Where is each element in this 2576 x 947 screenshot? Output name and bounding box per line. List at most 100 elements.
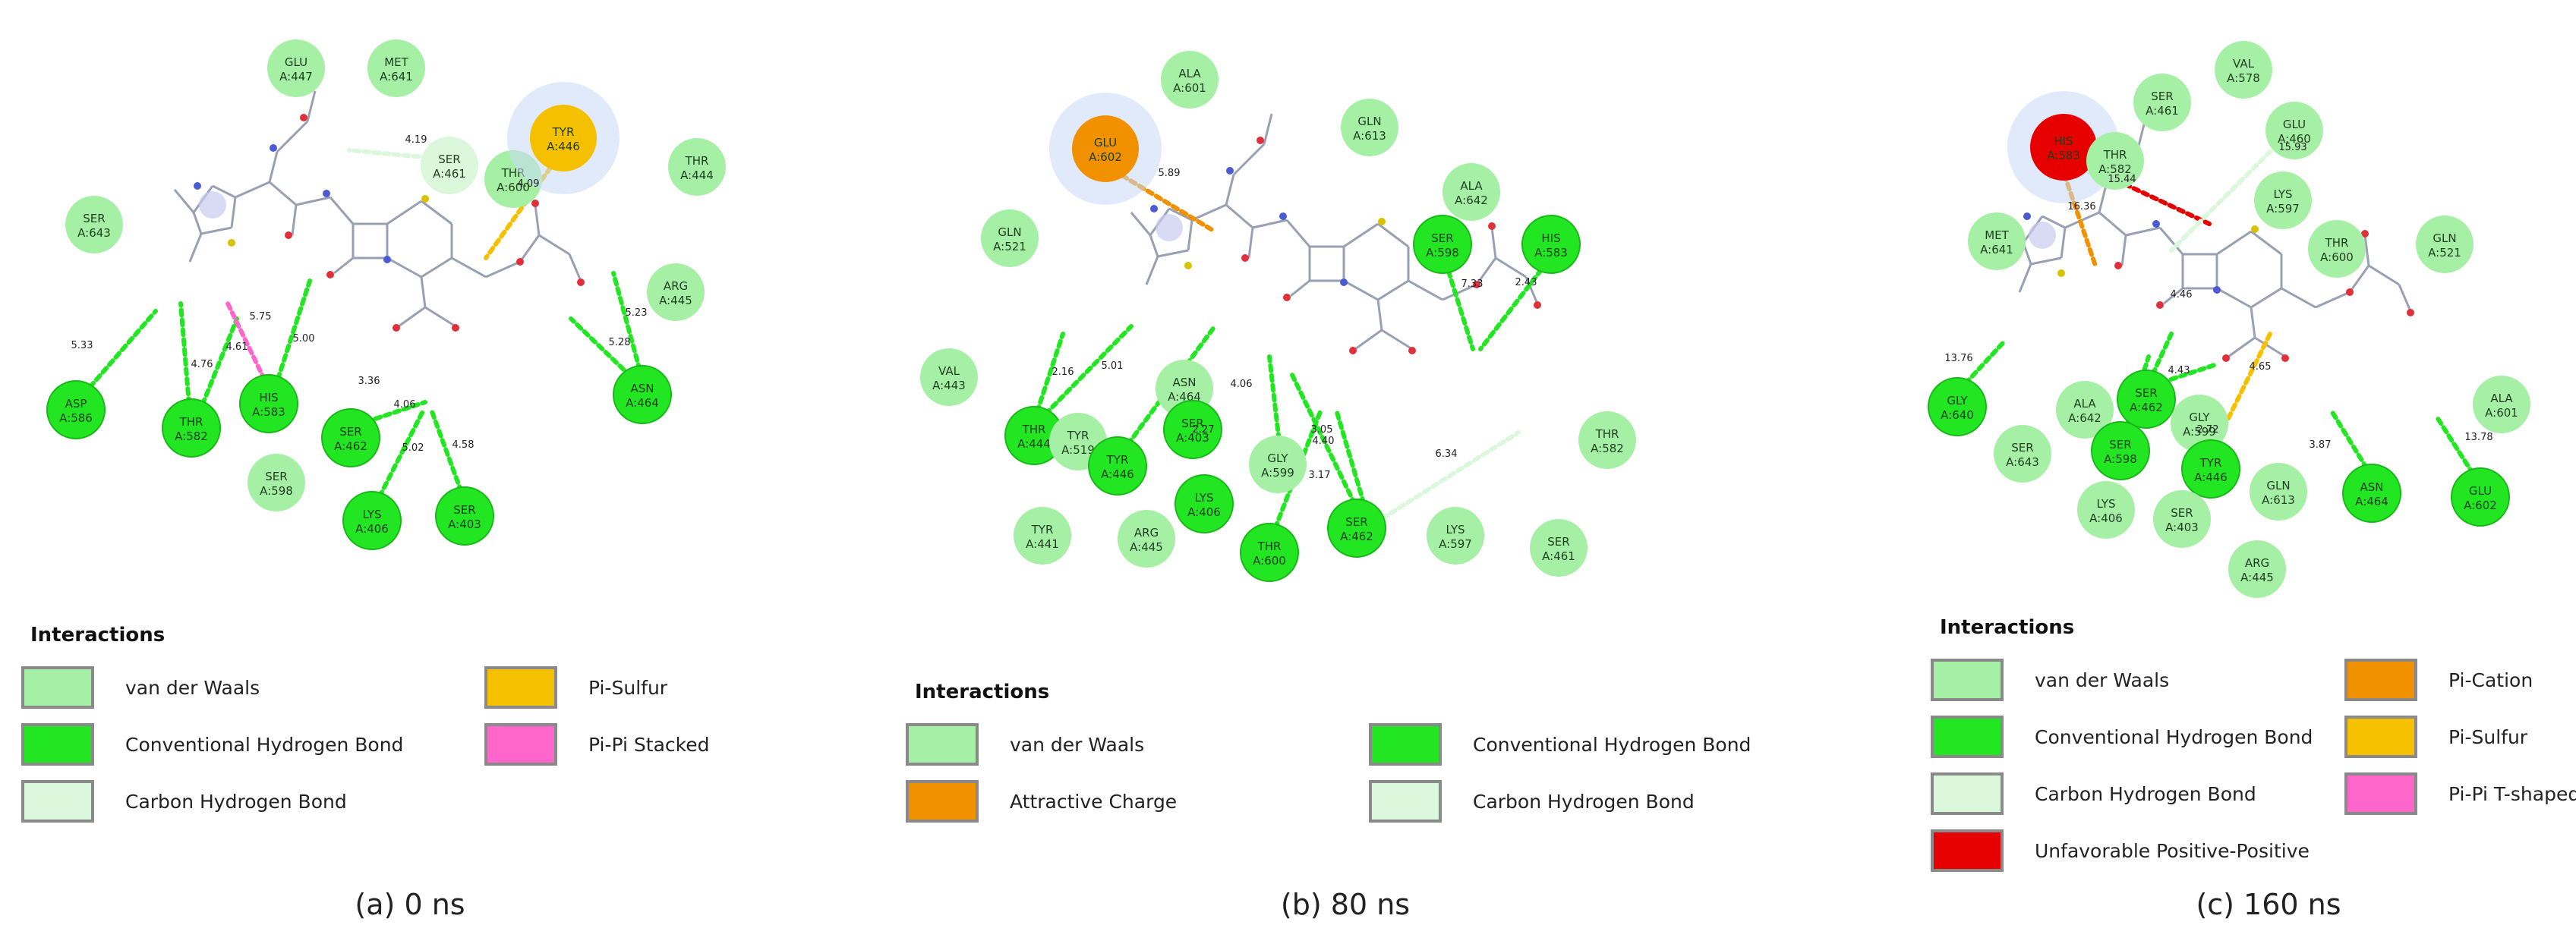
interaction-line-conventional_hbond xyxy=(1267,354,1282,451)
interaction-line-conventional_hbond xyxy=(273,278,312,391)
ligand-atom-o xyxy=(2346,288,2354,296)
ligand-bond xyxy=(1408,279,1443,301)
residue-name: TYR xyxy=(2199,456,2222,470)
distance-label: 3.17 xyxy=(1309,470,1331,481)
residue-chain: A:582 xyxy=(1591,442,1624,455)
residue-name: SER xyxy=(2135,386,2157,400)
legend-label: Carbon Hydrogen Bond xyxy=(2035,783,2256,805)
ligand-bond xyxy=(568,253,582,282)
ligand-atom-n xyxy=(2023,212,2031,220)
residue-name: LYS xyxy=(1446,523,1465,536)
distance-label: 5.28 xyxy=(609,337,631,348)
residue-name: VAL xyxy=(2233,57,2255,71)
legend-swatch xyxy=(1931,716,2004,758)
residue-circle-vdw xyxy=(2308,220,2366,278)
legend-swatch xyxy=(2344,772,2417,815)
residue-circle-vdw xyxy=(1427,507,1484,565)
residue-name: GLU xyxy=(1094,136,1117,149)
residue-circle-conventional_hbond xyxy=(1240,523,1299,582)
distance-label: 4.19 xyxy=(405,134,427,146)
residue-circle-vdw xyxy=(267,39,325,97)
interaction-line-conventional_hbond xyxy=(1334,407,1369,515)
residue-circle-vdw xyxy=(920,348,978,406)
residue-name: VAL xyxy=(938,364,960,378)
distance-labels-0: 4.194.095.754.764.615.005.333.364.065.02… xyxy=(71,134,648,454)
residue-circle-vdw xyxy=(2265,102,2323,159)
residue-chain: A:582 xyxy=(175,429,208,443)
ligand-atom-n xyxy=(1226,167,1234,175)
residue-chain: A:640 xyxy=(1941,408,1974,422)
panel-caption: (a) 0 ns xyxy=(355,888,465,921)
ligand-bond xyxy=(2158,227,2184,255)
legend-label: Pi-Sulfur xyxy=(588,677,668,699)
distance-label: 5.89 xyxy=(1159,168,1181,179)
residue-circle-vdw xyxy=(1530,519,1588,577)
ligand-bond xyxy=(519,234,541,263)
ligand-atom-n xyxy=(2213,286,2221,294)
ligand-bond xyxy=(1285,219,1311,247)
residue-name: LYS xyxy=(2273,187,2292,201)
residue-name: SER xyxy=(1181,417,1203,430)
residue-name: THR xyxy=(1022,423,1046,436)
residue-name: HIS xyxy=(259,391,278,404)
residue-name: SER xyxy=(438,153,460,166)
residue-chain: A:521 xyxy=(993,240,1026,253)
interaction-line-conventional_hbond xyxy=(81,309,158,397)
residue-chain: A:446 xyxy=(547,140,580,153)
residue-chain: A:600 xyxy=(1253,554,1286,568)
residue-circle-vdw xyxy=(1442,163,1500,221)
residue-circle-vdw xyxy=(2056,381,2114,439)
ligand-bond xyxy=(2348,265,2370,293)
ligand-atom-n xyxy=(1150,205,1158,212)
legend-swatch xyxy=(1369,780,1442,823)
legend-item: Pi-Pi T-shaped xyxy=(2344,772,2576,815)
residue-name: GLN xyxy=(2266,479,2290,492)
residue-chain: A:642 xyxy=(2068,411,2101,425)
legend-item: Pi-Pi Stacked xyxy=(484,723,710,766)
ligand-bond xyxy=(192,212,203,234)
ligand-atom-o xyxy=(1408,347,1416,354)
ligand-bond xyxy=(386,256,422,278)
distance-label: 3.36 xyxy=(358,376,380,387)
legend-item: van der Waals xyxy=(1931,659,2169,701)
legend-label: Conventional Hydrogen Bond xyxy=(2035,726,2313,748)
residue-circle-conventional_hbond xyxy=(1521,215,1581,274)
residue-circle-vdw xyxy=(1249,436,1307,493)
legend-item: Carbon Hydrogen Bond xyxy=(1931,772,2256,815)
residue-name: SER xyxy=(1345,515,1367,529)
panel-caption: (c) 160 ns xyxy=(2196,888,2341,921)
residue-name: GLN xyxy=(2433,231,2456,245)
residue-name: ALA xyxy=(2073,397,2096,411)
distance-label: 7.33 xyxy=(1461,278,1483,290)
ligand-atom-n xyxy=(194,182,201,190)
legend-swatch xyxy=(906,780,979,823)
ligand-bond xyxy=(420,276,427,308)
residue-name: SER xyxy=(1547,535,1569,549)
legend-swatch xyxy=(21,723,94,766)
residue-circle-vdw xyxy=(668,138,726,196)
ligand-bond xyxy=(2018,263,2032,293)
ligand-bond xyxy=(1149,234,1159,257)
distance-label: 5.23 xyxy=(626,307,648,319)
residue-circle-conventional_hbond xyxy=(2451,467,2510,527)
residue-circle-carbon_hbond xyxy=(421,137,478,194)
residue-chain: A:521 xyxy=(2428,246,2461,260)
ligand-bond xyxy=(2281,287,2316,309)
residue-chain: A:599 xyxy=(2183,425,2216,439)
distance-label: 5.01 xyxy=(1102,360,1124,372)
residues-1: ALAA:601GLUA:602GLNA:613ALAA:642GLNA:521… xyxy=(920,51,1636,582)
